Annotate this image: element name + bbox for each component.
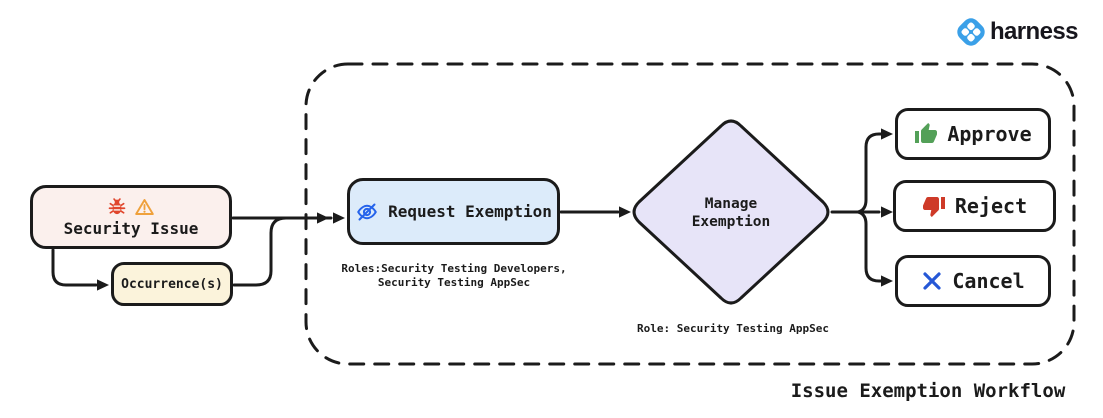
workflow-caption: Issue Exemption Workflow bbox=[790, 380, 1066, 402]
eye-off-icon bbox=[357, 203, 377, 220]
edge-security-to-occurrence bbox=[51, 248, 98, 287]
arrowheads bbox=[97, 128, 893, 291]
harness-logo-icon bbox=[957, 18, 985, 46]
roles-note-line2: Security Testing AppSec bbox=[377, 275, 531, 289]
occurrences-label: Occurrence(s) bbox=[121, 276, 223, 292]
request-exemption-node: Request Exemption bbox=[347, 178, 560, 245]
harness-logo: harness bbox=[953, 14, 1078, 50]
security-issue-icons bbox=[107, 197, 155, 217]
reject-label: Reject bbox=[954, 194, 1028, 218]
x-icon bbox=[923, 272, 941, 290]
harness-logo-text: harness bbox=[990, 18, 1078, 45]
edge-manage-to-cancel bbox=[856, 210, 883, 283]
manage-exemption-label: Manage Exemption bbox=[656, 195, 806, 231]
approve-label: Approve bbox=[947, 122, 1032, 146]
approve-node: Approve bbox=[895, 108, 1051, 160]
edge-occurrence-to-request bbox=[232, 216, 317, 287]
thumbs-up-icon bbox=[915, 123, 938, 143]
roles-note-line1: Roles:Security Testing Developers, bbox=[341, 262, 567, 275]
request-exemption-roles-note: Roles:Security Testing Developers, Secur… bbox=[330, 262, 578, 289]
cancel-node: Cancel bbox=[895, 255, 1051, 307]
edge-manage-to-approve bbox=[856, 132, 883, 214]
reject-node: Reject bbox=[893, 180, 1056, 232]
request-exemption-label: Request Exemption bbox=[388, 202, 552, 221]
manage-exemption-label-line1: Manage bbox=[704, 196, 758, 212]
security-issue-node: Security Issue bbox=[30, 185, 232, 249]
warning-icon bbox=[135, 198, 154, 215]
thumbs-down-icon bbox=[922, 197, 945, 217]
bug-icon bbox=[108, 197, 126, 214]
workflow-dashed-container bbox=[304, 62, 1076, 366]
occurrences-node: Occurrence(s) bbox=[111, 262, 233, 306]
manage-exemption-label-line2: Exemption bbox=[691, 214, 771, 230]
cancel-label: Cancel bbox=[952, 269, 1025, 293]
manage-exemption-role-note: Role: Security Testing AppSec bbox=[636, 322, 830, 335]
security-issue-label: Security Issue bbox=[63, 218, 199, 238]
manage-exemption-diamond bbox=[632, 119, 830, 305]
